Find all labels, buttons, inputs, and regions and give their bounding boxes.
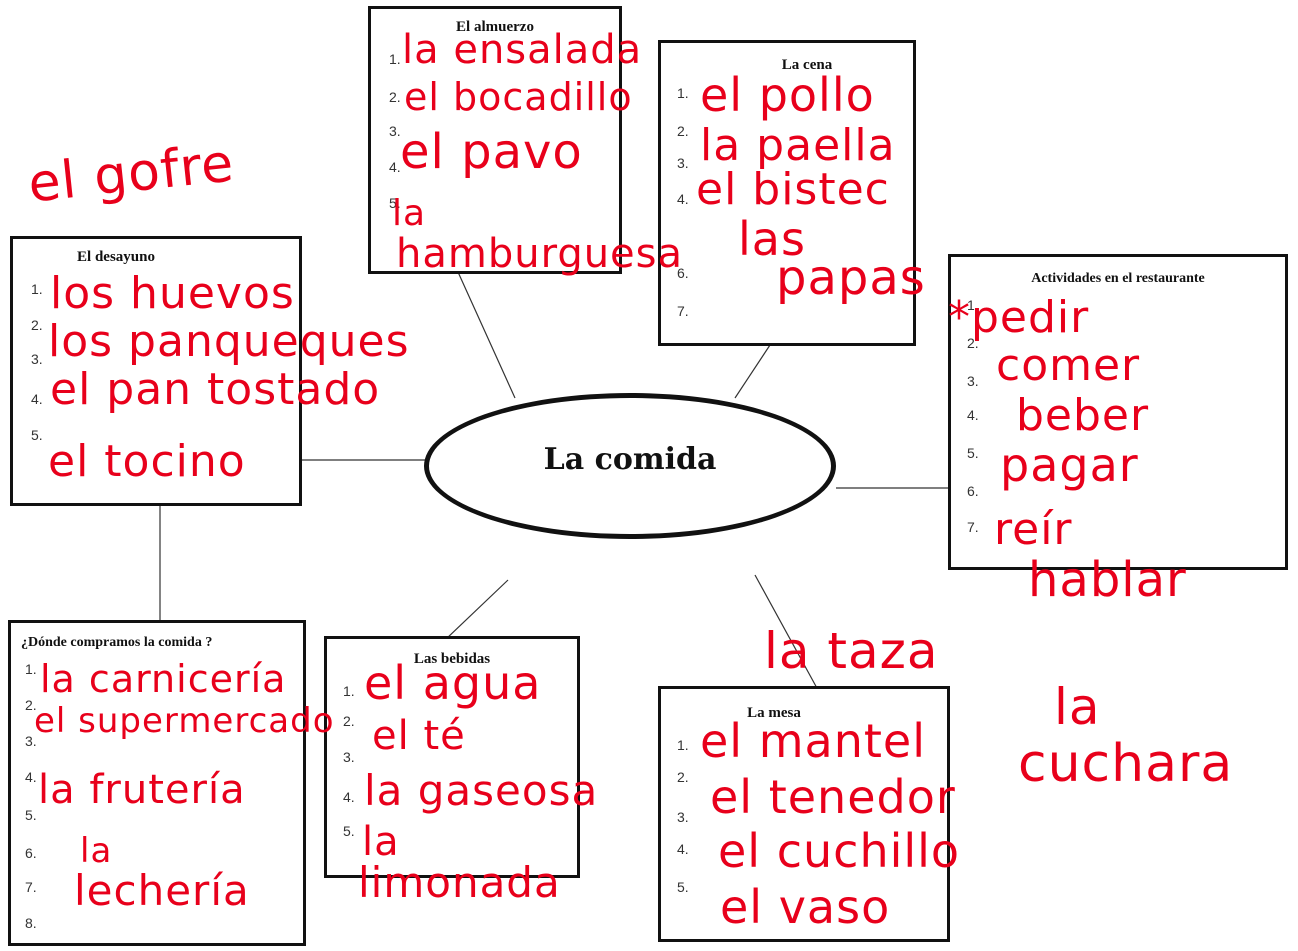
mesa-answer-3: la: [1054, 678, 1101, 736]
desayuno-answer-3: el pan tostado: [50, 364, 381, 415]
cena-num-4: 4.: [677, 191, 689, 207]
cena-box: La cena 1. 2. 3. 4. 6. 7.: [658, 40, 916, 346]
actividades-answer-4: pagar: [1000, 438, 1139, 492]
almuerzo-num-3: 3.: [389, 123, 401, 139]
cena-num-3: 3.: [677, 155, 689, 171]
mesa-num-5: 5.: [677, 879, 689, 895]
cena-answer-1: el pollo: [700, 68, 875, 122]
donde-num-8: 8.: [25, 915, 37, 931]
cena-num-6: 6.: [677, 265, 689, 281]
almuerzo-answer-4: la: [392, 193, 427, 234]
bebidas-box: Las bebidas 1. 2. 3. 4. 5.: [324, 636, 580, 878]
actividades-num-7: 7.: [967, 519, 979, 535]
actividades-answer-6: hablar: [1028, 552, 1187, 608]
desayuno-num-3: 3.: [31, 351, 43, 367]
mesa-num-3: 3.: [677, 809, 689, 825]
bebidas-answer-1: el agua: [364, 656, 542, 710]
mesa-num-4: 4.: [677, 841, 689, 857]
desayuno-num-2: 2.: [31, 317, 43, 333]
donde-num-3: 3.: [25, 733, 37, 749]
desayuno-answer-1: los huevos: [50, 268, 295, 319]
bebidas-num-2: 2.: [343, 713, 355, 729]
almuerzo-answer-1: la ensalada: [402, 27, 643, 73]
desayuno-title: El desayuno: [77, 249, 155, 265]
mesa-num-2: 2.: [677, 769, 689, 785]
desayuno-num-5: 5.: [31, 427, 43, 443]
cena-num-2: 2.: [677, 123, 689, 139]
donde-title: ¿Dónde compramos la comida ?: [21, 635, 213, 650]
almuerzo-num-4: 4.: [389, 159, 401, 175]
desayuno-box: El desayuno 1. 2. 3. 4. 5.: [10, 236, 302, 506]
donde-num-4: 4.: [25, 769, 37, 785]
mesa-answer-5: el tenedor: [710, 770, 956, 824]
donde-answer-2: el supermercado: [34, 701, 335, 741]
actividades-answer-3: beber: [1016, 390, 1150, 441]
desayuno-num-1: 1.: [31, 281, 43, 297]
almuerzo-title: El almuerzo: [456, 19, 534, 35]
almuerzo-answer-3: el pavo: [400, 124, 583, 180]
cena-answer-4: las: [738, 212, 806, 266]
mesa-answer-4: cuchara: [1018, 734, 1234, 794]
actividades-title: Actividades en el restaurante: [1031, 271, 1205, 286]
bebidas-num-5: 5.: [343, 823, 355, 839]
desayuno-num-4: 4.: [31, 391, 43, 407]
donde-answer-4: la: [80, 831, 113, 871]
actividades-num-4: 4.: [967, 407, 979, 423]
almuerzo-num-5: 5.: [389, 195, 401, 211]
bebidas-num-4: 4.: [343, 789, 355, 805]
cena-answer-5: papas: [776, 250, 926, 306]
desayuno-answer-2: los panqueques: [48, 316, 410, 367]
desayuno-answer-4: el tocino: [48, 436, 246, 487]
actividades-answer-5: reír: [994, 504, 1073, 555]
center-topic-ellipse: La comida: [424, 393, 836, 539]
mesa-answer-2: el mantel: [700, 714, 926, 768]
actividades-num-6: 6.: [967, 483, 979, 499]
cena-answer-3: el bistec: [696, 164, 890, 215]
almuerzo-num-1: 1.: [389, 51, 401, 67]
donde-answer-5: lechería: [74, 866, 250, 915]
bebidas-answer-5: limonada: [358, 858, 561, 907]
mesa-box: La mesa 1. 2. 3. 4. 5.: [658, 686, 950, 942]
cena-title: La cena: [781, 57, 833, 73]
mesa-title: La mesa: [747, 705, 801, 721]
actividades-answer-2: comer: [996, 340, 1141, 391]
donde-box: ¿Dónde compramos la comida ? 1. 2. 3. 4.…: [8, 620, 306, 946]
actividades-num-2: 2.: [967, 335, 979, 351]
bebidas-answer-2: el té: [372, 713, 466, 759]
almuerzo-answer-5: hamburguesa: [396, 231, 684, 277]
actividades-num-1: 1.: [967, 297, 979, 313]
actividades-num-5: 5.: [967, 445, 979, 461]
almuerzo-answer-2: el bocadillo: [404, 75, 633, 119]
donde-num-7: 7.: [25, 879, 37, 895]
mesa-answer-1: la taza: [764, 622, 939, 680]
donde-answer-1: la carnicería: [40, 657, 287, 701]
cena-num-1: 1.: [677, 85, 689, 101]
cena-answer-2: la paella: [700, 120, 896, 171]
donde-num-2: 2.: [25, 697, 37, 713]
cena-num-7: 7.: [677, 303, 689, 319]
bebidas-num-1: 1.: [343, 683, 355, 699]
center-title: La comida: [543, 442, 717, 477]
bebidas-title: Las bebidas: [413, 651, 491, 667]
bebidas-answer-4: la: [362, 819, 400, 865]
mesa-num-1: 1.: [677, 737, 689, 753]
actividades-answer-1: *pedir: [948, 292, 1090, 343]
actividades-num-3: 3.: [967, 373, 979, 389]
almuerzo-num-2: 2.: [389, 89, 401, 105]
bebidas-answer-3: la gaseosa: [364, 766, 599, 815]
donde-num-5: 5.: [25, 807, 37, 823]
bebidas-num-3: 3.: [343, 749, 355, 765]
donde-num-6: 6.: [25, 845, 37, 861]
almuerzo-box: El almuerzo 1. 2. 3. 4. 5.: [368, 6, 622, 274]
mesa-answer-7: el vaso: [720, 880, 891, 934]
donde-num-1: 1.: [25, 661, 37, 677]
actividades-box: Actividades en el restaurante 1. 2. 3. 4…: [948, 254, 1288, 570]
mesa-answer-6: el cuchillo: [718, 824, 961, 878]
donde-answer-3: la frutería: [38, 767, 246, 813]
